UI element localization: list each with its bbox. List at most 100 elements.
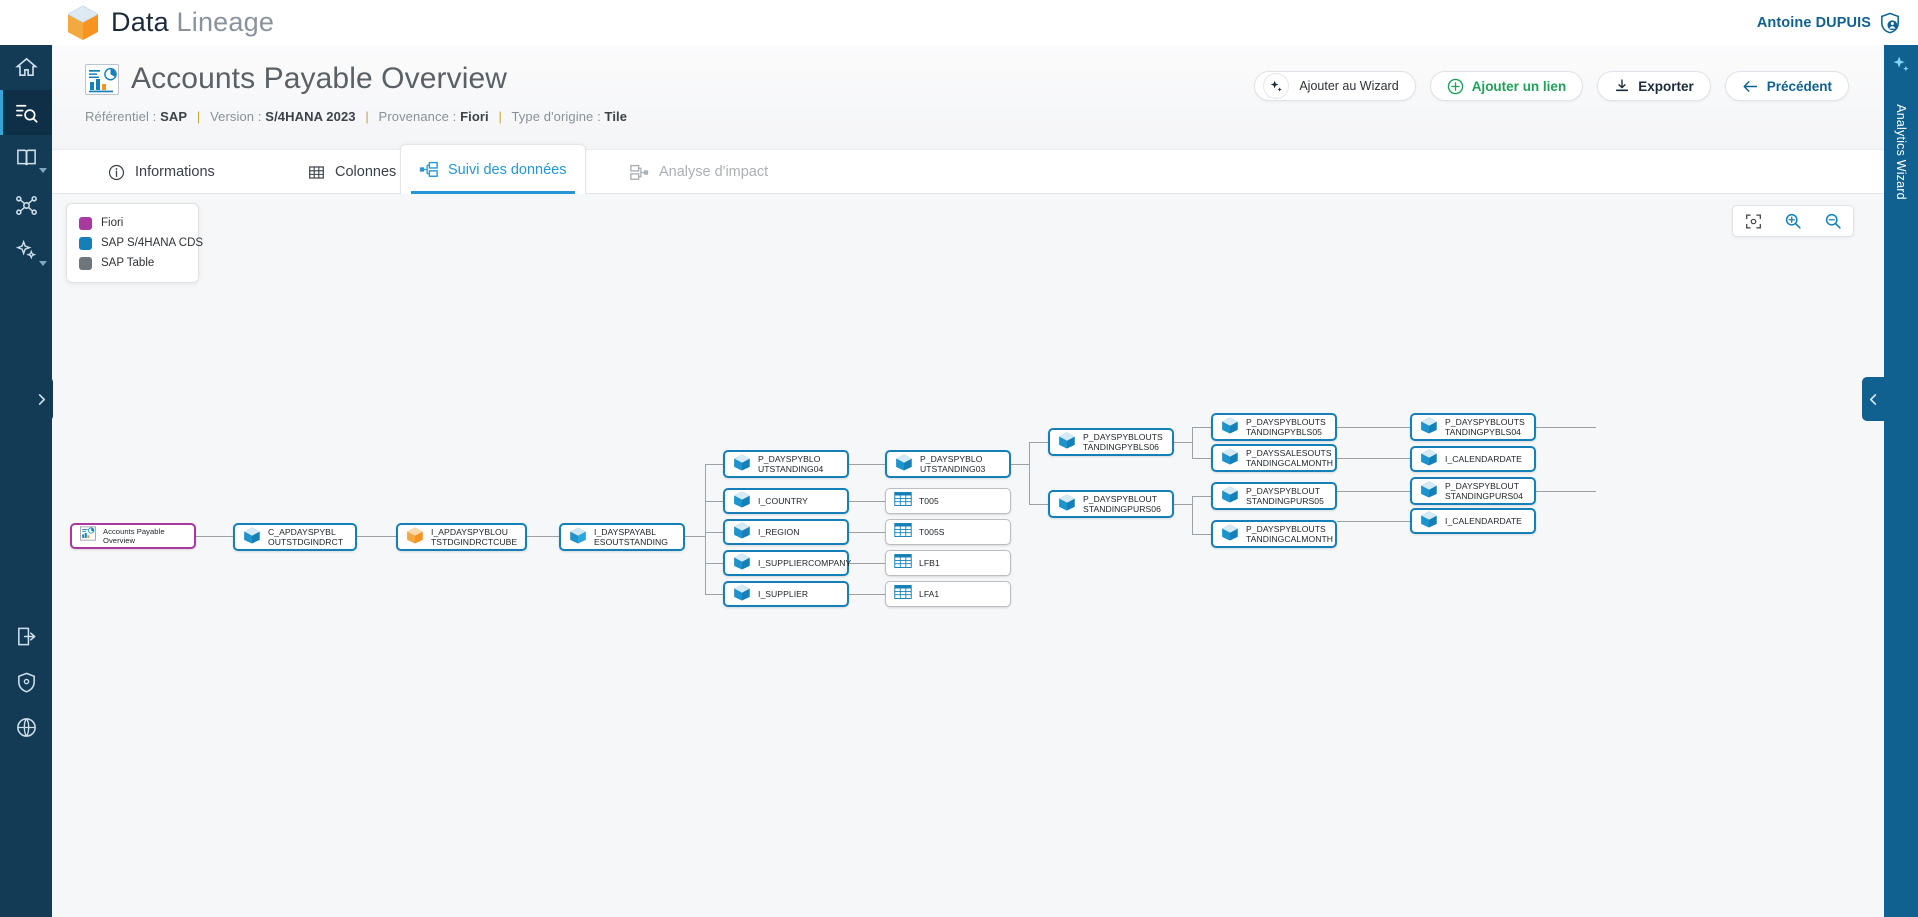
graph-node-n11[interactable]: T005S bbox=[885, 519, 1011, 545]
graph-node-n4[interactable]: P_DAYSPYBLO UTSTANDING04 bbox=[723, 450, 849, 478]
graph-node-n22[interactable]: P_DAYSPYBLOUT STANDINGPURS04 bbox=[1410, 477, 1536, 505]
page-metadata: Référentiel : SAP | Version : S/4HANA 20… bbox=[85, 109, 627, 124]
graph-node-n12[interactable]: LFB1 bbox=[885, 550, 1011, 576]
graph-node-n15[interactable]: P_DAYSPYBLOUT STANDINGPURS06 bbox=[1048, 490, 1174, 518]
shield-icon bbox=[17, 672, 35, 693]
add-to-wizard-label: Ajouter au Wizard bbox=[1299, 79, 1399, 93]
sidebar-item-globe[interactable] bbox=[0, 705, 52, 750]
graph-node-n14[interactable]: P_DAYSPYBLOUTS TANDINGPYBLS06 bbox=[1048, 428, 1174, 456]
sidebar-item-search[interactable] bbox=[0, 90, 52, 135]
graph-node-n6[interactable]: I_REGION bbox=[723, 519, 849, 545]
graph-node-n1[interactable]: C_APDAYSPYBL OUTSTDGINDRCT bbox=[233, 523, 357, 551]
lineage-canvas[interactable]: Fiori SAP S/4HANA CDS SAP Table bbox=[52, 194, 1884, 917]
cube-blue-icon bbox=[243, 526, 261, 549]
sidebar-expand-button[interactable] bbox=[30, 377, 53, 421]
page-title-row: Accounts Payable Overview bbox=[85, 62, 507, 96]
brand[interactable]: Data Lineage bbox=[65, 4, 274, 42]
graph-node-n16[interactable]: P_DAYSPYBLOUTS TANDINGPYBLS05 bbox=[1211, 413, 1337, 441]
zoom-in-button[interactable] bbox=[1778, 206, 1808, 236]
graph-node-label: I_CALENDARDATE bbox=[1445, 515, 1522, 526]
tab-colonnes-label: Colonnes bbox=[335, 164, 397, 180]
graph-node-n17[interactable]: P_DAYSSALESOUTS TANDINGCALMONTH bbox=[1211, 444, 1337, 472]
graph-node-n5[interactable]: I_COUNTRY bbox=[723, 488, 849, 514]
add-to-wizard-button[interactable]: Ajouter au Wizard bbox=[1254, 71, 1416, 101]
edge bbox=[1536, 491, 1596, 492]
graph-node-label: I_SUPPLIERCOMPANY bbox=[758, 557, 852, 568]
graph-node-label: P_DAYSSALESOUTS TANDINGCALMONTH bbox=[1246, 447, 1334, 468]
add-link-button[interactable]: Ajouter un lien bbox=[1429, 71, 1584, 101]
home-icon bbox=[14, 57, 38, 76]
legend-item: Fiori bbox=[79, 213, 186, 233]
edge bbox=[705, 464, 706, 594]
edge bbox=[1174, 442, 1192, 443]
edge bbox=[1192, 427, 1193, 458]
graph-node-n7[interactable]: I_SUPPLIERCOMPANY bbox=[723, 550, 852, 576]
back-button[interactable]: Précédent bbox=[1724, 71, 1849, 101]
right-panel-collapse-button[interactable] bbox=[1862, 377, 1884, 421]
sidebar-item-import[interactable] bbox=[0, 614, 52, 659]
graph-node-n21[interactable]: I_CALENDARDATE bbox=[1410, 446, 1536, 472]
search-list-icon bbox=[15, 104, 38, 123]
cube-multi-icon bbox=[569, 526, 587, 549]
graph-node-n20[interactable]: P_DAYSPYBLOUTS TANDINGPYBLS04 bbox=[1410, 413, 1536, 441]
tab-analyse-impact[interactable]: Analyse d'impact bbox=[612, 150, 786, 194]
edge bbox=[705, 532, 723, 533]
sidebar-item-security[interactable] bbox=[0, 660, 52, 705]
graph-node-n2[interactable]: I_APDAYSPYBLOU TSTDGINDRCTCUBE bbox=[396, 523, 527, 551]
page-header: Accounts Payable Overview Référentiel : … bbox=[52, 45, 1884, 150]
graph-node-n9[interactable]: P_DAYSPYBLO UTSTANDING03 bbox=[885, 450, 1011, 478]
graph-node-label: P_DAYSPYBLOUTS TANDINGPYBLS04 bbox=[1445, 416, 1525, 437]
fit-to-screen-button[interactable] bbox=[1738, 206, 1768, 236]
meta-provenance-label: Provenance : bbox=[378, 109, 457, 124]
graph-node-n8[interactable]: I_SUPPLIER bbox=[723, 581, 849, 607]
edge bbox=[1192, 458, 1211, 459]
meta-provenance-value: Fiori bbox=[460, 109, 489, 124]
graph-node-label: P_DAYSPYBLOUT STANDINGPURS04 bbox=[1445, 480, 1523, 501]
import-icon bbox=[17, 627, 35, 646]
edge bbox=[1192, 427, 1211, 428]
zoom-out-icon bbox=[1825, 213, 1841, 229]
graph-node-n19[interactable]: P_DAYSPYBLOUTS TANDINGCALMONTH bbox=[1211, 520, 1337, 548]
meta-separator: | bbox=[498, 109, 502, 124]
edge bbox=[1011, 464, 1029, 465]
graph-node-n23[interactable]: I_CALENDARDATE bbox=[1410, 508, 1536, 534]
cube-blue-icon bbox=[1420, 480, 1438, 503]
plus-circle-icon bbox=[1447, 78, 1463, 94]
chevron-down-icon bbox=[39, 261, 47, 266]
cube-blue-icon bbox=[895, 453, 913, 476]
analytics-wizard-rail[interactable]: Analytics Wizard bbox=[1884, 45, 1918, 917]
tab-informations[interactable]: Informations bbox=[90, 150, 233, 194]
tile-chart-icon bbox=[80, 526, 96, 546]
graph-node-n18[interactable]: P_DAYSPYBLOUT STANDINGPURS05 bbox=[1211, 482, 1337, 510]
sidebar-item-ai[interactable] bbox=[0, 228, 52, 273]
brand-primary: Data bbox=[111, 7, 169, 37]
sidebar-item-graph[interactable] bbox=[0, 183, 52, 228]
graph-node-n0[interactable]: Accounts Payable Overview bbox=[70, 523, 196, 549]
user-menu[interactable]: Antoine DUPUIS bbox=[1757, 0, 1900, 45]
edge bbox=[849, 532, 885, 533]
tab-suivi-des-donnees[interactable]: Suivi des données bbox=[400, 144, 586, 194]
zoom-out-button[interactable] bbox=[1818, 206, 1848, 236]
graph-node-label: P_DAYSPYBLOUTS TANDINGCALMONTH bbox=[1246, 523, 1334, 544]
edge bbox=[1029, 504, 1048, 505]
graph-node-label: I_APDAYSPYBLOU TSTDGINDRCTCUBE bbox=[431, 526, 518, 547]
sidebar-item-catalog[interactable] bbox=[0, 135, 52, 180]
tab-suivi-des-donnees-label: Suivi des données bbox=[448, 161, 567, 178]
cube-logo-icon bbox=[66, 4, 100, 40]
page-title: Accounts Payable Overview bbox=[131, 62, 508, 95]
edge bbox=[1337, 521, 1410, 522]
tab-colonnes[interactable]: Colonnes bbox=[290, 150, 414, 194]
graph-node-n3[interactable]: I_DAYSPAYABL ESOUTSTANDING bbox=[559, 523, 685, 551]
left-sidebar bbox=[0, 0, 53, 917]
sidebar-item-home[interactable] bbox=[0, 45, 52, 90]
graph-node-label: C_APDAYSPYBL OUTSTDGINDRCT bbox=[268, 526, 344, 547]
edge bbox=[685, 536, 705, 537]
cube-blue-icon bbox=[1058, 493, 1076, 516]
tab-informations-label: Informations bbox=[135, 164, 215, 180]
cube-orange-icon bbox=[406, 526, 424, 549]
edge bbox=[1174, 504, 1192, 505]
graph-node-n10[interactable]: T005 bbox=[885, 488, 1011, 514]
graph-node-n13[interactable]: LFA1 bbox=[885, 581, 1011, 607]
export-button[interactable]: Exporter bbox=[1597, 71, 1711, 101]
meta-version-label: Version : bbox=[210, 109, 262, 124]
